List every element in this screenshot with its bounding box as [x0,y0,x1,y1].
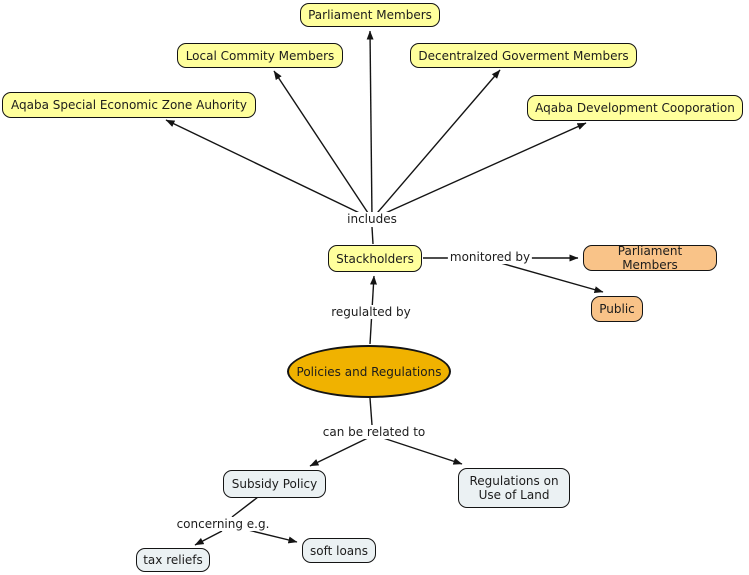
link-label-concerning-eg[interactable]: concerning e.g. [174,517,272,531]
connector-line [309,434,375,467]
connector-line [165,119,373,220]
connector-line [366,30,374,220]
connector-line [373,434,463,465]
connector-line [273,70,373,220]
link-label-regulalted-by[interactable]: regulalted by [329,305,413,319]
link-label-can-be-related-to[interactable]: can be related to [320,425,428,439]
connector-line [369,397,373,426]
connector-line [194,530,223,546]
node-soft-loans[interactable]: soft loans [302,538,376,563]
node-stackholders[interactable]: Stackholders [328,245,422,272]
connector-line [371,122,587,220]
node-aqaba-special-economic-zone[interactable]: Aqaba Special Economic Zone Auhority [2,92,256,118]
connector-line [231,496,259,518]
connector-line [247,529,298,544]
node-tax-reliefs[interactable]: tax reliefs [136,548,210,572]
link-label-includes[interactable]: includes [345,212,399,226]
link-label-monitored-by[interactable]: monitored by [447,250,533,264]
node-public[interactable]: Public [591,296,643,322]
node-regulations-on-use-of-land[interactable]: Regulations on Use of Land [458,468,570,508]
node-parliament-members-top[interactable]: Parliament Members [300,3,440,27]
connector-line [371,226,374,245]
node-local-commity-members[interactable]: Local Commity Members [177,43,343,68]
node-aqaba-development[interactable]: Aqaba Development Cooporation [527,95,743,121]
connector-line [496,261,604,294]
node-parliament-members-right[interactable]: Parliament Members [583,244,717,272]
connector-line [371,69,501,220]
node-policies-and-regulations[interactable]: Policies and Regulations [287,345,451,398]
node-subsidy-policy[interactable]: Subsidy Policy [223,470,326,498]
node-decentralzed-goverment[interactable]: Decentralzed Goverment Members [410,43,637,68]
